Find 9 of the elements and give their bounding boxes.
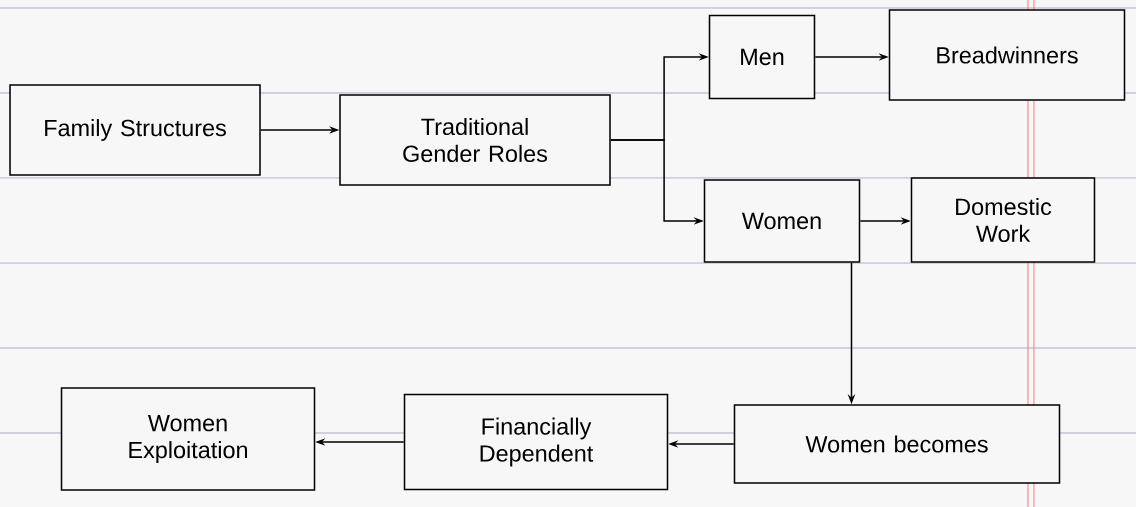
process-box: Men (708, 14, 816, 100)
process-box: Financially Dependent (403, 393, 669, 491)
process-box: Women (703, 179, 861, 263)
process-box: Family Structures (9, 84, 261, 176)
process-box: Women becomes (733, 404, 1061, 484)
process-box: Women Exploitation (60, 387, 316, 491)
process-box: Traditional Gender Roles (339, 94, 611, 186)
process-box: Breadwinners (888, 9, 1126, 101)
process-box: Domestic Work (910, 177, 1096, 263)
